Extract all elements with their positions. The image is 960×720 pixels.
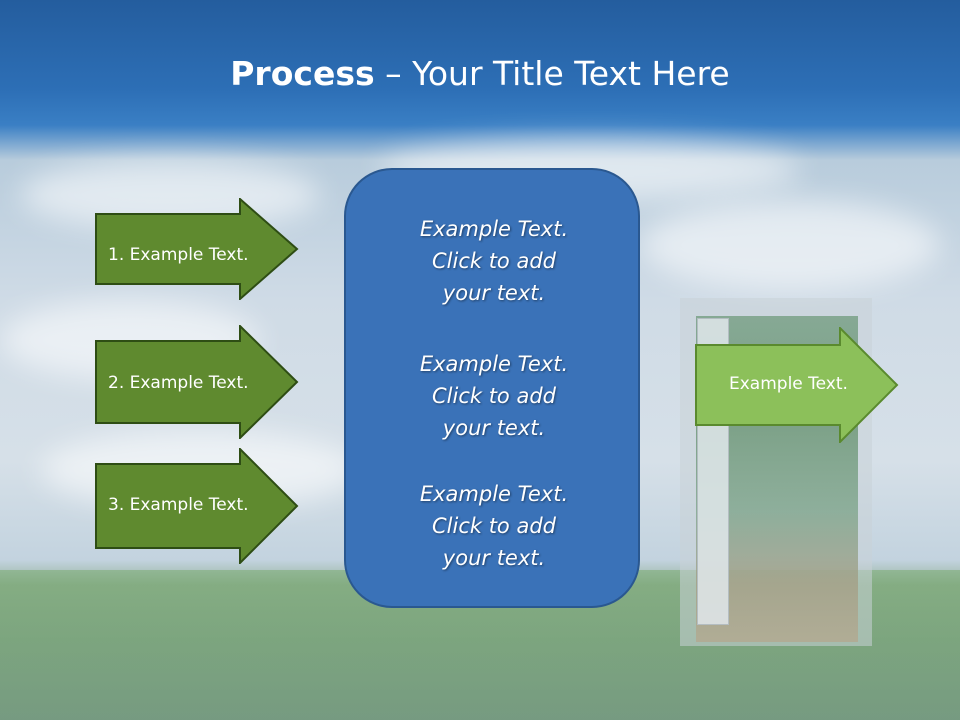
- text-block-1: Example Text. Click to add your text.: [346, 213, 642, 309]
- block-line: your text.: [442, 416, 546, 440]
- arrow-shape: [95, 198, 299, 300]
- center-text-box[interactable]: Example Text. Click to add your text. Ex…: [344, 168, 640, 608]
- block-line: Click to add: [431, 384, 556, 408]
- arrow-shape: [95, 325, 299, 439]
- block-line: your text.: [442, 281, 546, 305]
- text-block-2: Example Text. Click to add your text.: [346, 348, 642, 444]
- title-bold-text: Process: [230, 54, 375, 93]
- block-line: your text.: [442, 546, 546, 570]
- left-arrow-label: 2. Example Text.: [108, 373, 249, 393]
- left-arrow-3[interactable]: 3. Example Text.: [95, 448, 299, 564]
- arrow-shape: [95, 448, 299, 564]
- block-line: Example Text.: [419, 482, 569, 506]
- cloud: [640, 200, 940, 290]
- block-line: Click to add: [431, 249, 556, 273]
- arrow-shape: [695, 327, 899, 443]
- slide-title[interactable]: Process – Your Title Text Here: [0, 52, 960, 96]
- right-arrow-label: Example Text.: [729, 374, 848, 394]
- right-arrow[interactable]: Example Text.: [695, 327, 899, 443]
- block-line: Click to add: [431, 514, 556, 538]
- block-line: Example Text.: [419, 352, 569, 376]
- left-arrow-1[interactable]: 1. Example Text.: [95, 198, 299, 300]
- left-arrow-label: 3. Example Text.: [108, 495, 249, 515]
- text-block-3: Example Text. Click to add your text.: [346, 478, 642, 574]
- left-arrow-label: 1. Example Text.: [108, 245, 249, 265]
- title-rest-text: – Your Title Text Here: [374, 54, 730, 93]
- block-line: Example Text.: [419, 217, 569, 241]
- left-arrow-2[interactable]: 2. Example Text.: [95, 325, 299, 439]
